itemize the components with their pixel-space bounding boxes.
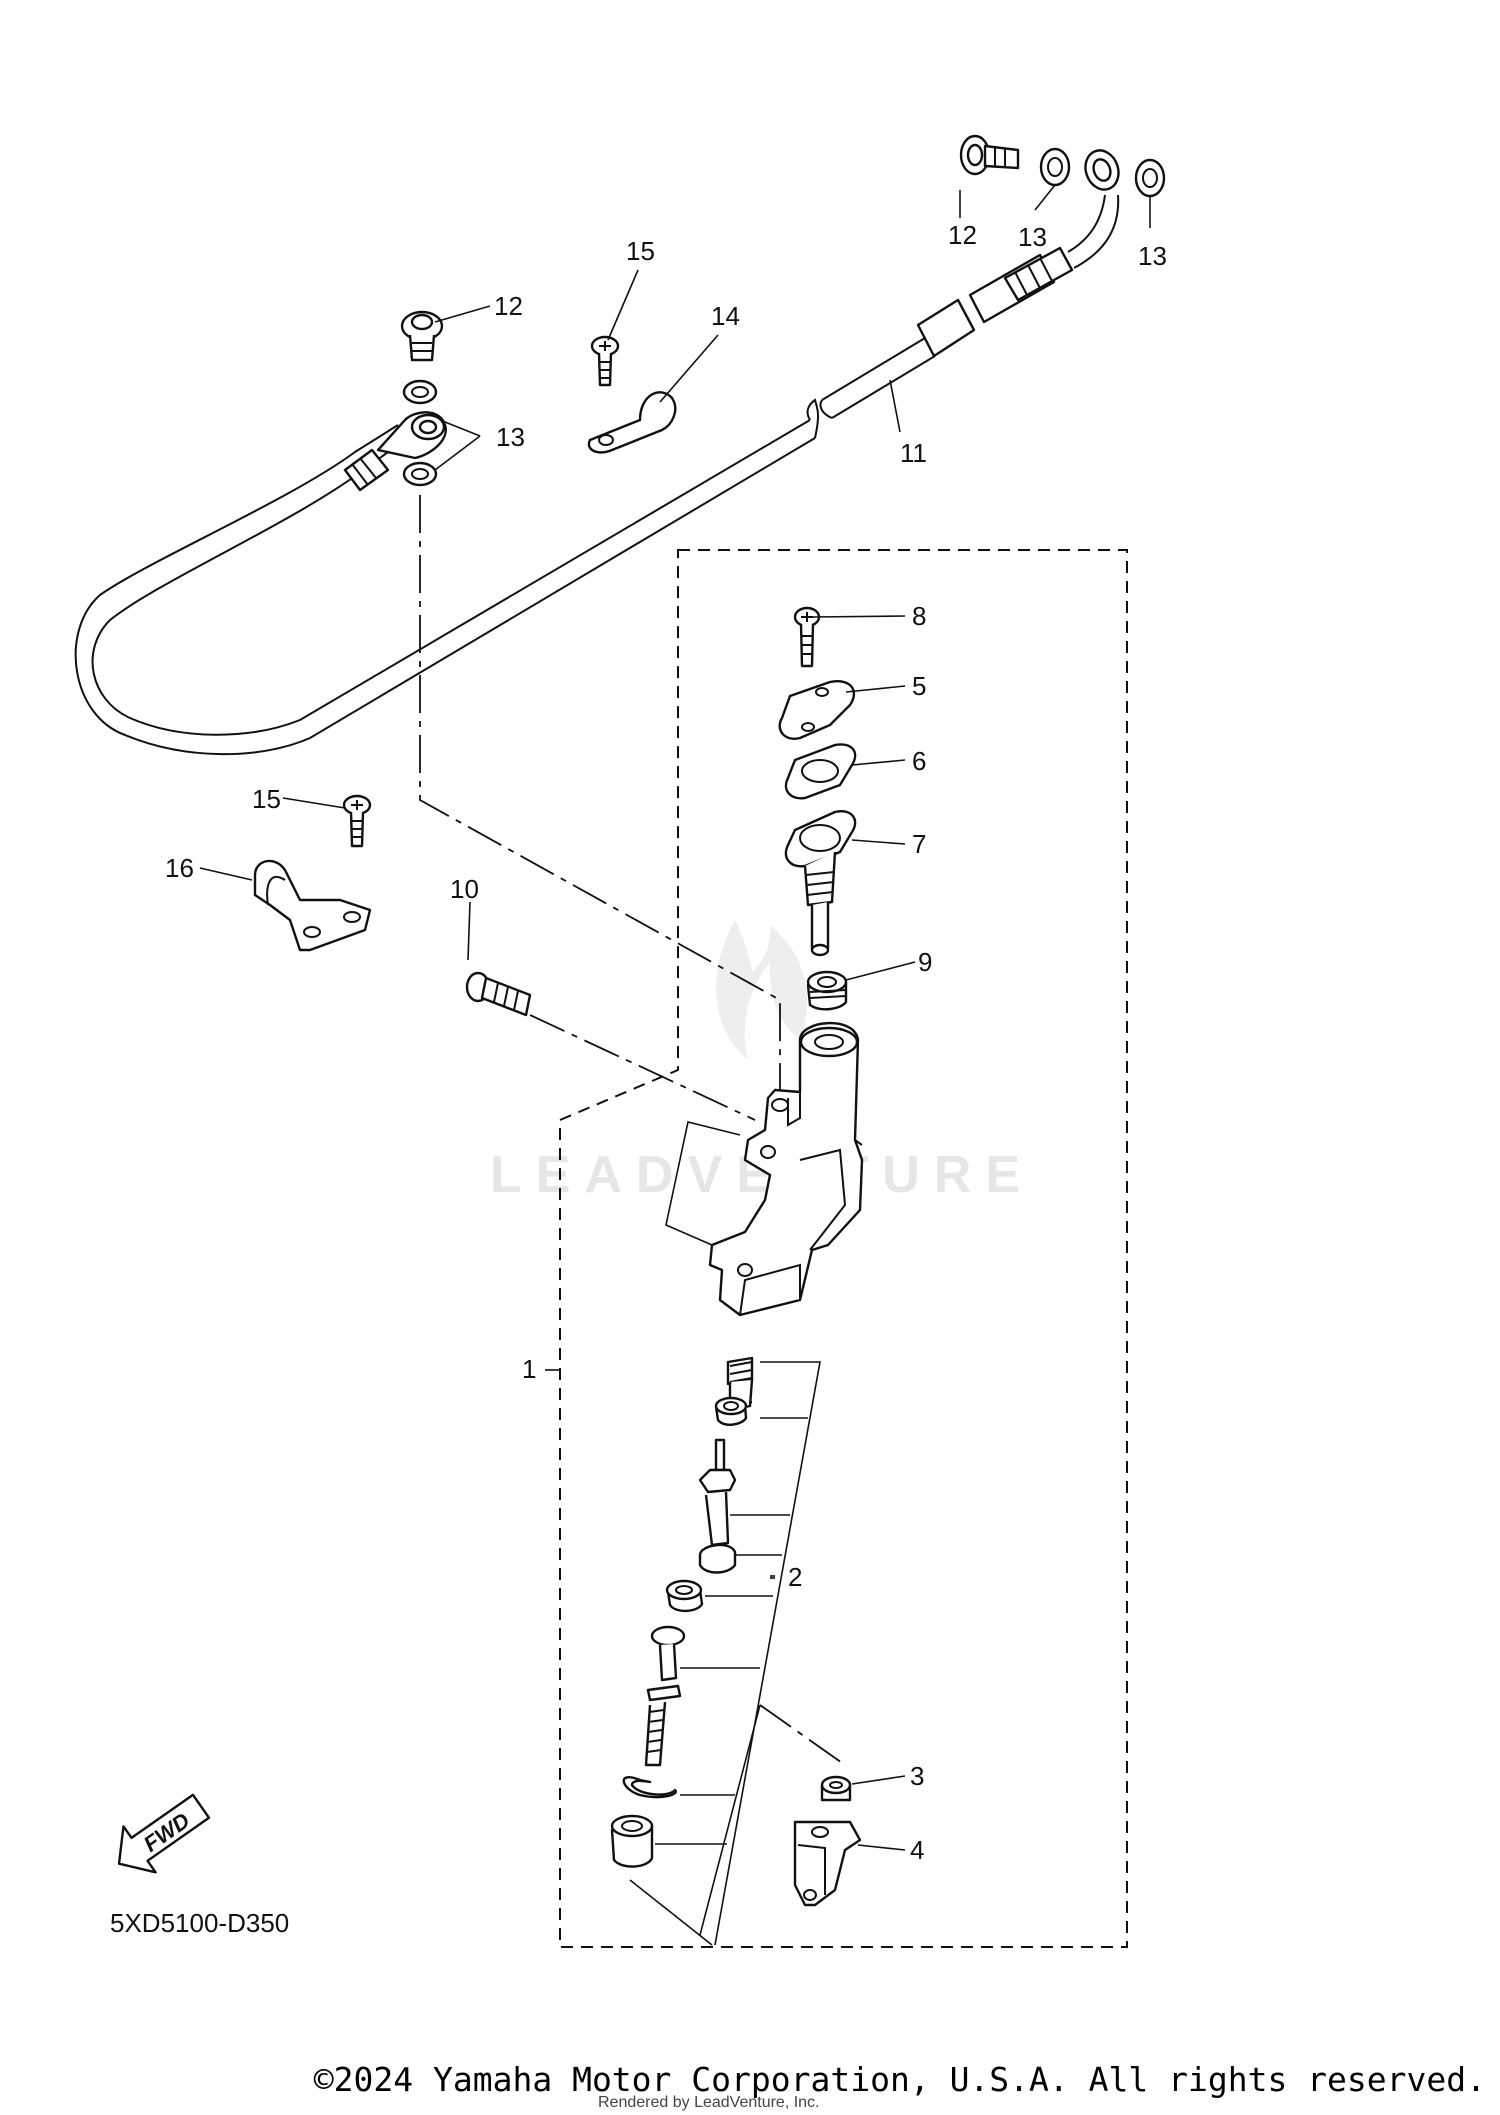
callout-13-left: 13 — [496, 422, 525, 452]
alignment-line-banjo — [419, 495, 781, 1090]
washer-left-upper — [402, 379, 438, 405]
callout-14: 14 — [711, 301, 740, 331]
screw-15-top — [590, 335, 620, 387]
alignment-line-nut — [759, 1704, 846, 1766]
push-rod — [644, 1625, 686, 1767]
callout-15-left: 15 — [252, 784, 281, 814]
callout-12-right: 12 — [948, 220, 977, 250]
callout-1: 1 — [522, 1354, 536, 1384]
brake-hose — [74, 149, 1120, 756]
primary-cup — [714, 1396, 748, 1426]
callout-2: 2 — [788, 1562, 802, 1592]
bolt-8 — [793, 606, 821, 668]
clevis-4 — [793, 1820, 862, 1907]
callout-8: 8 — [912, 601, 926, 631]
body-bracket — [665, 1121, 741, 1246]
washer-right-b — [1134, 158, 1166, 198]
secondary-cup — [665, 1579, 704, 1613]
callout-12-left: 12 — [494, 291, 523, 321]
kit-bracket-2 — [629, 1361, 821, 1946]
callout-16: 16 — [165, 853, 194, 883]
alignment-line-bolt10 — [529, 1014, 756, 1121]
bolt-10 — [465, 971, 532, 1017]
nut-3 — [820, 1775, 852, 1802]
grommet-9 — [806, 970, 848, 1011]
rendered-by-notice: Rendered by LeadVenture, Inc. — [598, 2094, 820, 2111]
assembly-boundary — [559, 549, 1128, 1948]
callout-4: 4 — [910, 1835, 924, 1865]
callout-13-right-b: 13 — [1138, 241, 1167, 271]
callout-5: 5 — [912, 671, 926, 701]
master-cylinder-body — [708, 1021, 864, 1317]
callout-9: 9 — [918, 947, 932, 977]
circlip — [622, 1776, 677, 1799]
callout-3: 3 — [910, 1761, 924, 1791]
reservoir-cap-5 — [778, 680, 856, 740]
piston — [698, 1438, 737, 1574]
diaphragm-holder-6 — [784, 743, 857, 800]
fwd-arrow: FWD — [117, 1793, 211, 1874]
diagram-code: 5XD5100-D350 — [110, 1908, 289, 1938]
callout-13-right-a: 13 — [1018, 222, 1047, 252]
callout-6: 6 — [912, 746, 926, 776]
callout-labels: 12 13 13 12 15 14 13 11 8 5 6 7 9 10 15 … — [165, 220, 1167, 1865]
union-bolt-left — [400, 310, 444, 362]
callout-7: 7 — [912, 829, 926, 859]
callout-15-top: 15 — [626, 236, 655, 266]
washer-right-a — [1039, 147, 1071, 187]
union-bolt-right — [959, 134, 1020, 176]
screw-15-left — [342, 794, 372, 848]
copyright-notice: ©2024 Yamaha Motor Corporation, U.S.A. A… — [313, 2060, 1486, 2099]
callout-11: 11 — [900, 438, 927, 468]
dust-boot — [610, 1814, 654, 1868]
leader-lines — [199, 184, 1151, 1851]
washer-left-lower — [402, 461, 438, 487]
hose-clamp-16 — [253, 859, 372, 952]
hose-clamp-14 — [587, 391, 677, 454]
diaphragm-7 — [784, 810, 857, 957]
callout-10: 10 — [450, 874, 479, 904]
